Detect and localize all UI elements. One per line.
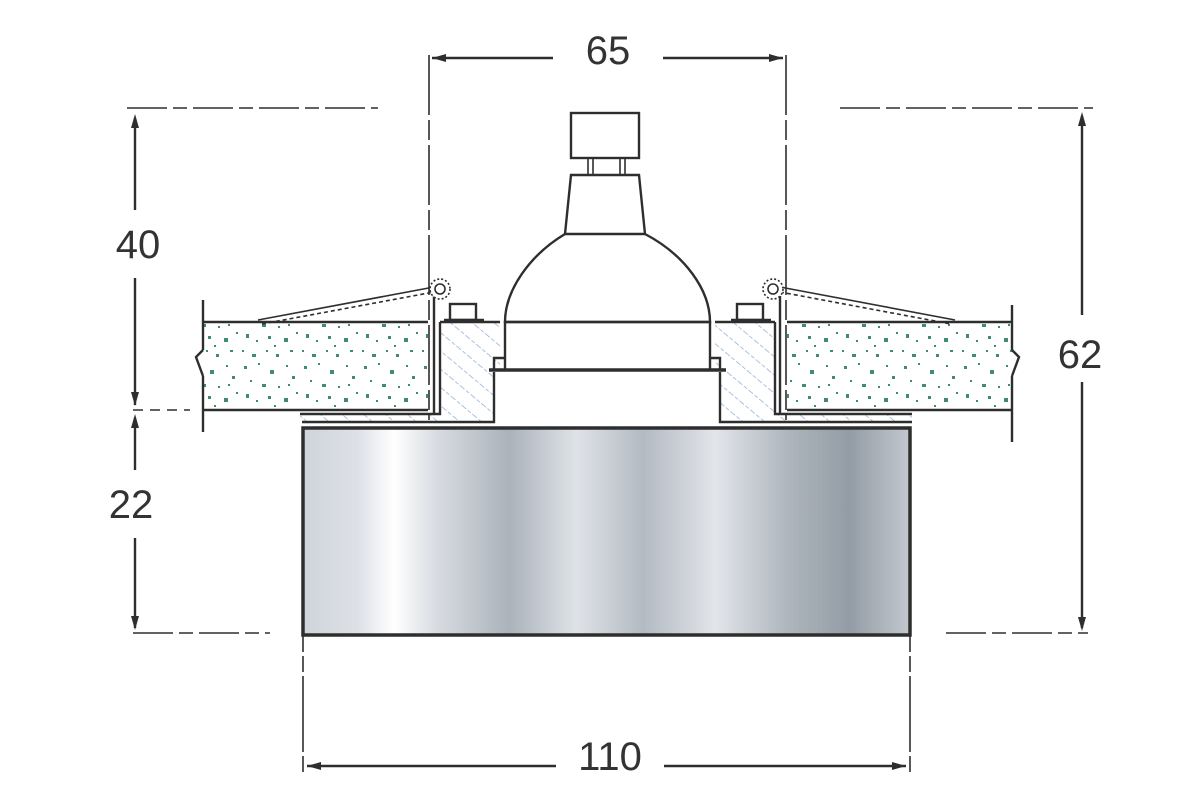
arrow-down-icon (131, 392, 139, 406)
gu10-lamp (489, 111, 726, 372)
spring-coil-icon (762, 278, 784, 300)
clip-block-left (448, 302, 478, 322)
arrow-up-icon (131, 114, 139, 128)
lamp-connector (569, 111, 641, 160)
dimension-label-65: 65 (586, 29, 631, 73)
spring-clip-right (762, 278, 956, 414)
dimension-left-heights: 40 22 (109, 107, 378, 634)
arrow-left-icon (307, 762, 321, 770)
lamp-neck (563, 173, 647, 236)
metal-cylinder-trim (301, 426, 912, 637)
arrow-up-icon (1078, 112, 1086, 126)
arrow-left-icon (432, 54, 446, 62)
dimension-label-40: 40 (116, 223, 161, 267)
dimension-right-height: 62 (840, 107, 1103, 634)
dimension-top-width: 65 (428, 29, 787, 420)
mounting-ring (300, 302, 912, 424)
arrow-down-icon (1078, 617, 1086, 631)
spring-clip-left (257, 278, 451, 414)
dimension-bottom-width: 110 (302, 636, 911, 779)
clip-block-right (735, 302, 765, 322)
arrow-up-icon (131, 414, 139, 428)
lamp-reflector (503, 232, 712, 324)
dimension-label-62: 62 (1058, 333, 1103, 377)
dimension-label-22: 22 (109, 483, 154, 527)
arrow-right-icon (769, 54, 783, 62)
ceiling-board-right (787, 305, 1021, 442)
spring-coil-icon (429, 278, 451, 300)
arrow-down-icon (131, 616, 139, 630)
arrow-right-icon (892, 762, 906, 770)
dimension-label-110: 110 (578, 735, 642, 779)
ceiling-board-left (194, 300, 428, 432)
